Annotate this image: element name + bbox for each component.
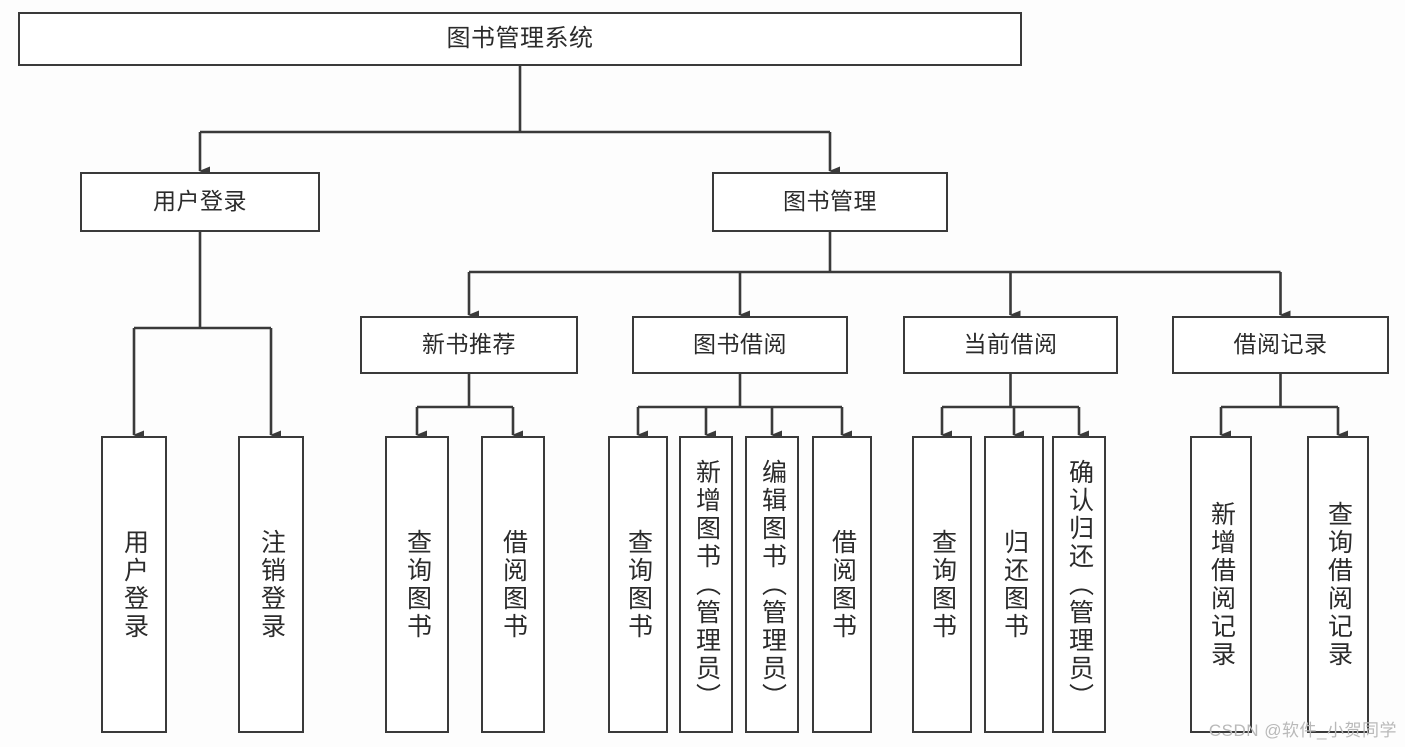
node-label: 借阅记录 <box>1233 331 1328 358</box>
node-leaf-edit-book-admin[interactable]: 编辑图书（管理员） <box>745 436 799 733</box>
node-label: 新增借阅记录 <box>1207 500 1236 669</box>
node-book-borrowing[interactable]: 图书借阅 <box>632 316 848 374</box>
node-label: 借阅图书 <box>828 528 857 641</box>
node-leaf-add-borrow-record[interactable]: 新增借阅记录 <box>1190 436 1252 733</box>
node-leaf-query-book-current[interactable]: 查询图书 <box>912 436 972 733</box>
node-leaf-query-borrow-record[interactable]: 查询借阅记录 <box>1307 436 1369 733</box>
node-leaf-confirm-return-admin[interactable]: 确认归还（管理员） <box>1052 436 1106 733</box>
node-label: 查询图书 <box>928 528 957 641</box>
node-user-login[interactable]: 用户登录 <box>80 172 320 232</box>
node-leaf-borrow-book-borrowing[interactable]: 借阅图书 <box>812 436 872 733</box>
node-label: 借阅图书 <box>499 528 528 641</box>
node-label: 当前借阅 <box>963 331 1058 358</box>
node-root-book-management-system[interactable]: 图书管理系统 <box>18 12 1022 66</box>
node-leaf-query-book-borrowing[interactable]: 查询图书 <box>608 436 668 733</box>
node-leaf-add-book-admin[interactable]: 新增图书（管理员） <box>679 436 733 733</box>
node-borrowing-record[interactable]: 借阅记录 <box>1172 316 1389 374</box>
node-label: 图书管理 <box>783 188 877 215</box>
node-label: 编辑图书（管理员） <box>758 458 787 711</box>
node-label: 用户登录 <box>120 528 149 641</box>
node-label: 确认归还（管理员） <box>1065 458 1094 711</box>
node-label: 图书借阅 <box>693 331 787 358</box>
node-label: 图书管理系统 <box>446 24 594 52</box>
node-label: 查询图书 <box>403 528 432 641</box>
node-current-borrowing[interactable]: 当前借阅 <box>903 316 1118 374</box>
edges-group <box>132 66 1348 440</box>
node-label: 归还图书 <box>1000 528 1029 641</box>
node-label: 注销登录 <box>257 528 286 641</box>
node-label: 查询图书 <box>624 528 653 641</box>
node-book-management[interactable]: 图书管理 <box>712 172 948 232</box>
node-label: 新增图书（管理员） <box>692 458 721 711</box>
node-leaf-return-book[interactable]: 归还图书 <box>984 436 1044 733</box>
node-label: 查询借阅记录 <box>1324 500 1353 669</box>
node-leaf-logout[interactable]: 注销登录 <box>238 436 304 733</box>
node-leaf-query-book-recommendation[interactable]: 查询图书 <box>385 436 449 733</box>
node-leaf-borrow-book-recommendation[interactable]: 借阅图书 <box>481 436 545 733</box>
node-label: 用户登录 <box>153 188 247 215</box>
watermark-csdn: CSDN @软件_小贺同学 <box>1208 721 1397 740</box>
node-label: 新书推荐 <box>422 331 516 358</box>
node-leaf-user-login[interactable]: 用户登录 <box>101 436 167 733</box>
node-new-book-recommendation[interactable]: 新书推荐 <box>360 316 578 374</box>
